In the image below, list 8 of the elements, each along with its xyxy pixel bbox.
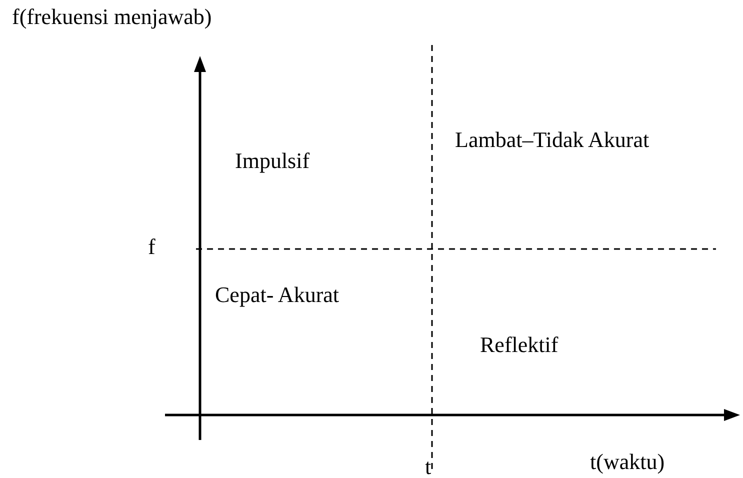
quadrant-label: Lambat–Tidak Akurat [455,127,650,153]
quadrant-label: Reflektif [480,332,558,358]
axis-label: t [425,454,432,478]
axis-label: f(frekuensi menjawab) [12,4,212,30]
quadrant-label: Cepat- Akurat [215,282,340,308]
quadrant-label: Impulsif [235,148,310,174]
axis-label: f [148,234,156,260]
axis-label: t(waktu) [590,449,665,475]
